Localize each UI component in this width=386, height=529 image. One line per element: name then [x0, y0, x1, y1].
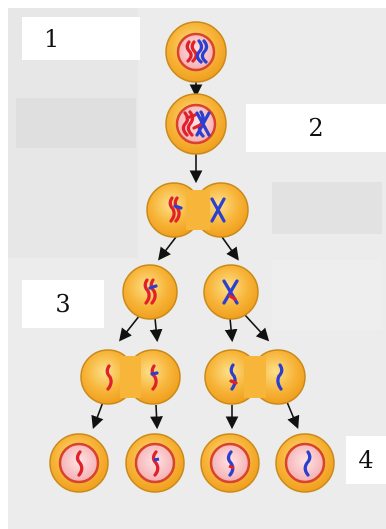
- cell-dividing-meiosis-1: [146, 182, 249, 238]
- background-band: [16, 98, 136, 148]
- label-stage-3: 3: [22, 280, 104, 328]
- label-stage-4: 4: [346, 436, 386, 484]
- gamete-4: [275, 433, 335, 493]
- gamete-2: [125, 433, 185, 493]
- gamete-3: [200, 433, 260, 493]
- cell-dividing-meiosis-2-right: [204, 349, 306, 405]
- label-stage-3-text: 3: [55, 290, 71, 318]
- arrows: [91, 81, 300, 430]
- cell-stage-3-left: [122, 264, 178, 320]
- label-stage-2: 2: [246, 104, 386, 152]
- chromosome-blue: [195, 39, 209, 64]
- label-stage-1: 1: [22, 17, 140, 60]
- cell-stage-2: [165, 93, 227, 155]
- cell-dividing-meiosis-2-left: [80, 349, 181, 405]
- background-band: [272, 260, 382, 330]
- label-stage-2-text: 2: [308, 114, 324, 142]
- gamete-1: [49, 433, 109, 493]
- cell-stage-3-right: [203, 264, 259, 320]
- label-stage-4-text: 4: [358, 446, 374, 474]
- cell-stage-1: [165, 21, 227, 83]
- label-stage-1-text: 1: [44, 24, 60, 53]
- background-band: [272, 182, 382, 234]
- chromosome-red: [185, 40, 198, 63]
